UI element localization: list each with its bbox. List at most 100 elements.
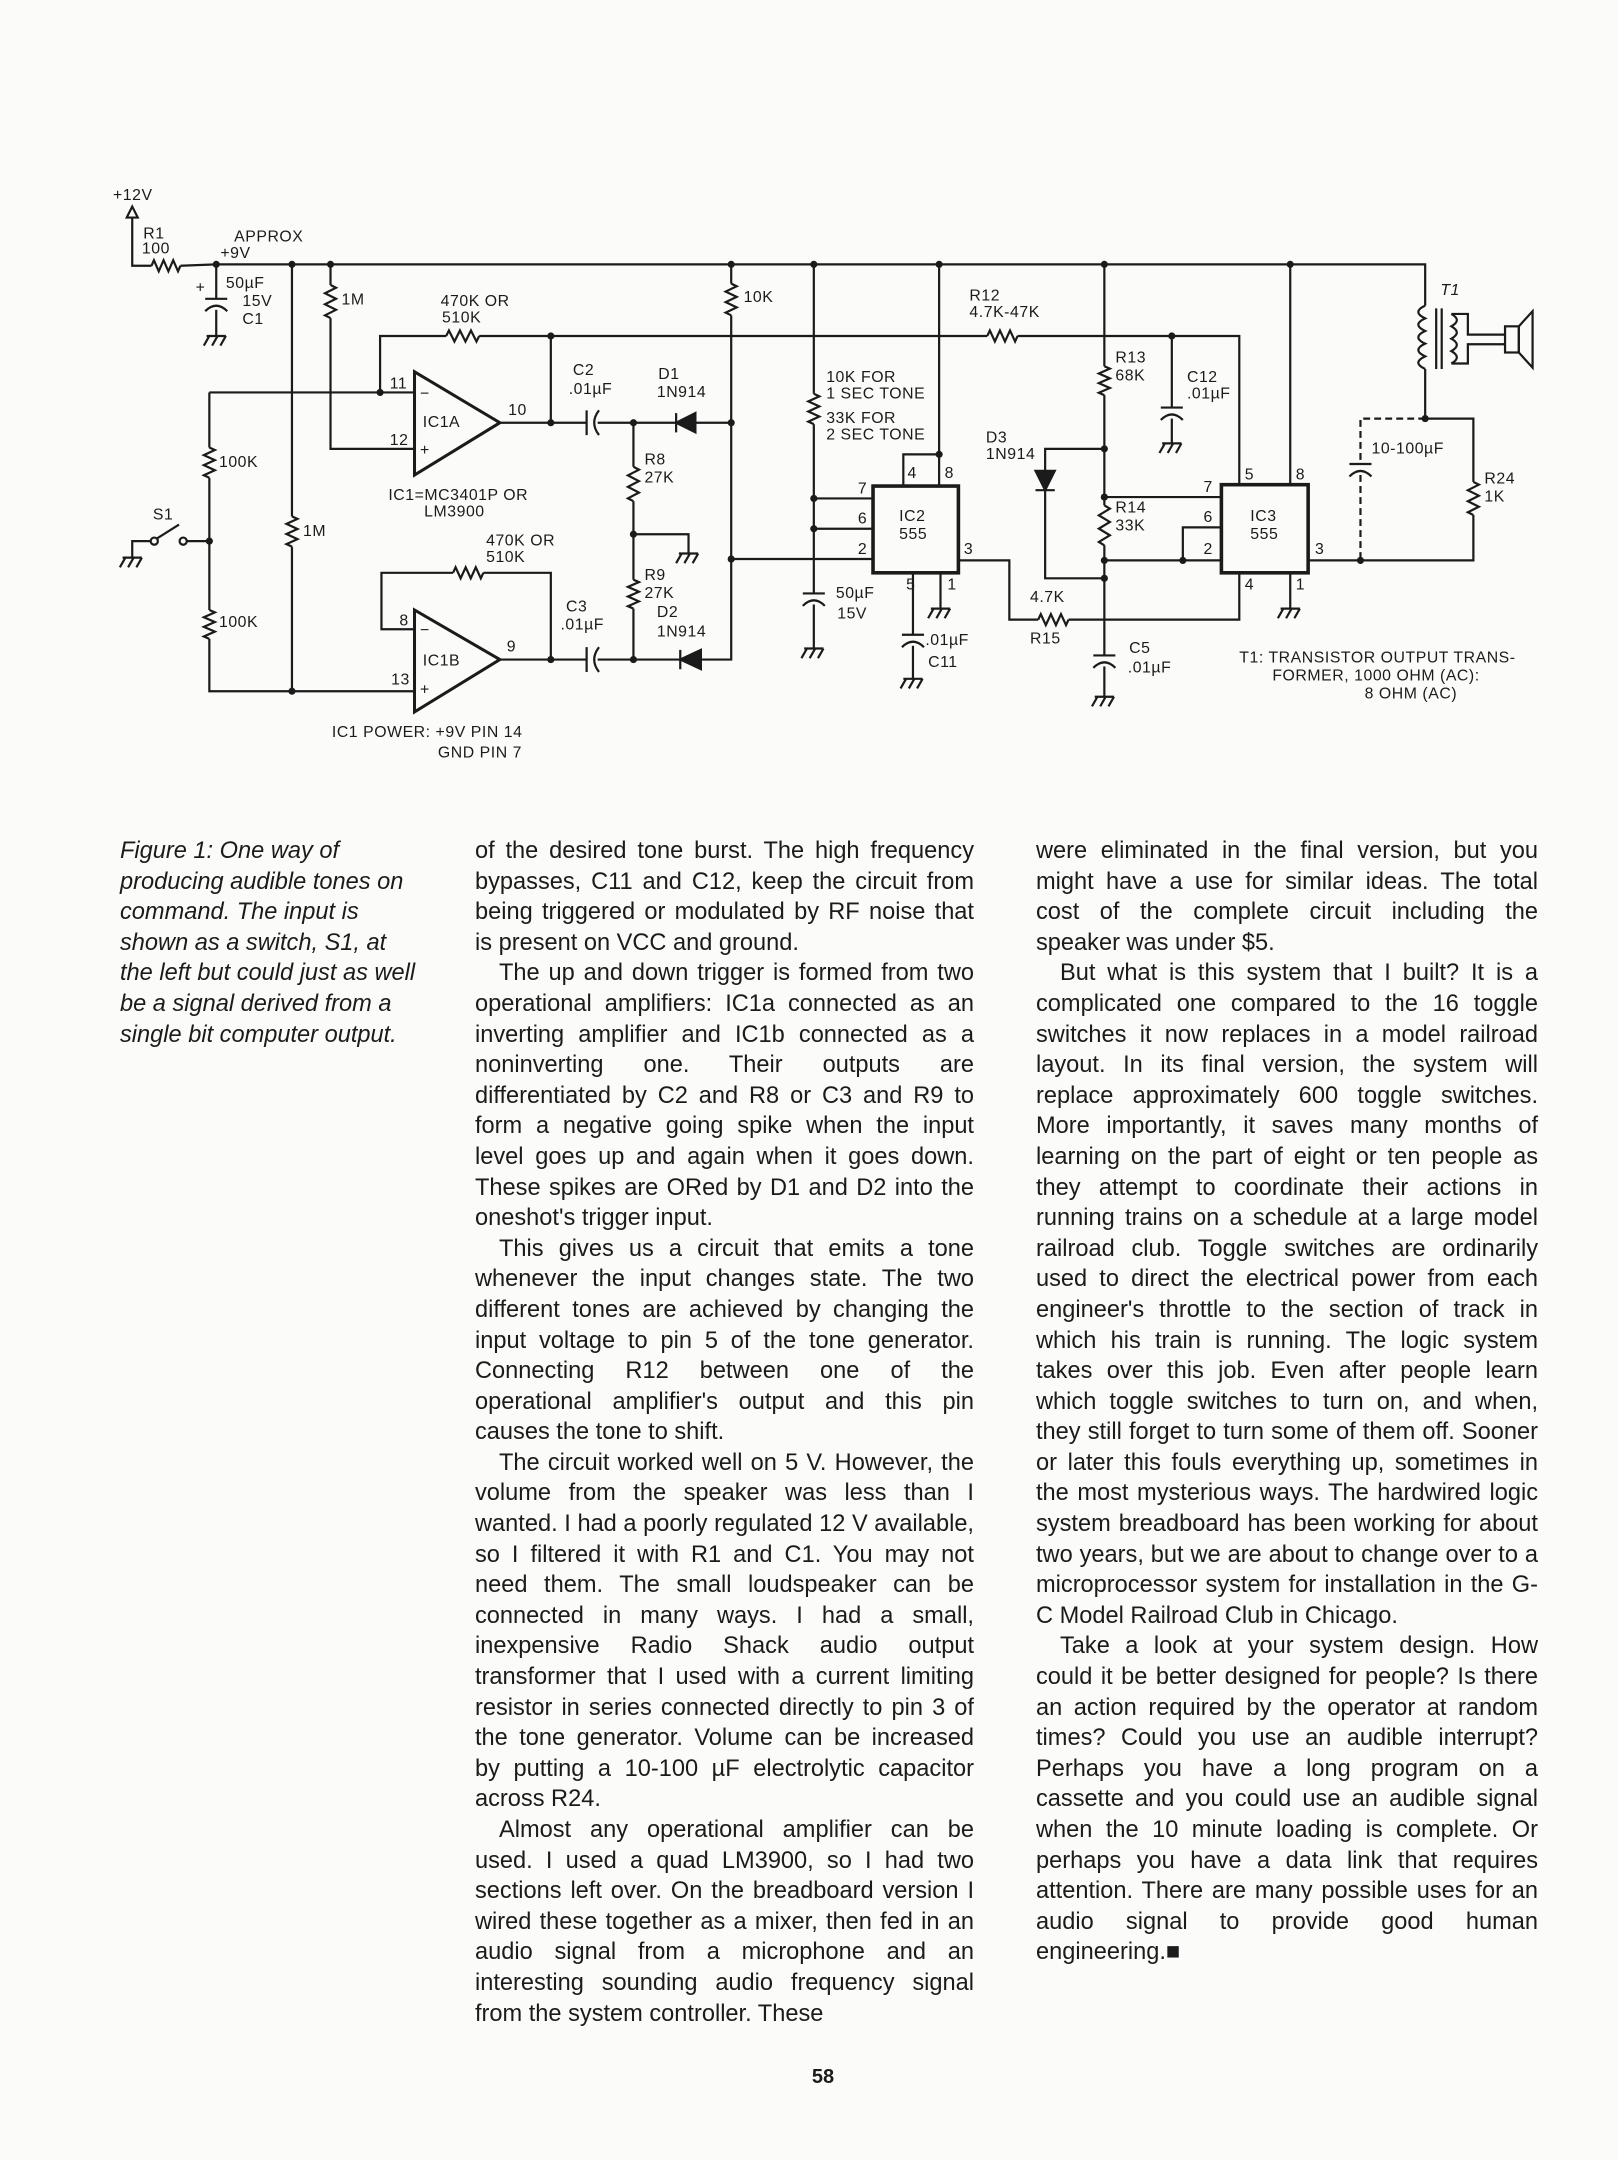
label-ic3-pin-8: 8 xyxy=(1296,467,1305,484)
label-pin-10: 10 xyxy=(508,402,527,419)
label-timing-2: 1 SEC TONE xyxy=(826,385,925,402)
label-ic2-pin-7: 7 xyxy=(858,480,867,497)
junction-dot xyxy=(1100,556,1108,564)
resistor xyxy=(986,327,1019,345)
label-d1-type: 1N914 xyxy=(657,384,706,401)
resistor xyxy=(283,515,301,548)
label-pin-8: 8 xyxy=(399,612,408,629)
label-t1: T1 xyxy=(1440,282,1460,299)
label-r24: R24 xyxy=(1484,471,1515,488)
switch-contact xyxy=(149,536,159,546)
label-c2: C2 xyxy=(573,362,594,379)
junction-dot xyxy=(1168,332,1176,340)
junction-dot xyxy=(629,655,638,664)
label-r12-value: 4.7K-47K xyxy=(969,304,1039,321)
label-10k: 10K xyxy=(744,289,774,306)
label-ic2-pin-8: 8 xyxy=(945,465,954,482)
label-feedback-b-1: 470K OR xyxy=(486,533,555,550)
label-r1: R1 xyxy=(143,226,164,243)
wire xyxy=(1308,514,1475,562)
label-feedback-a-2: 510K xyxy=(442,310,481,327)
wire xyxy=(1425,417,1475,482)
paragraph: of the desired tone burst. The high freq… xyxy=(475,838,974,956)
ground-symbol xyxy=(1276,607,1301,619)
label-ic3-pin-5: 5 xyxy=(1245,467,1254,484)
capacitor xyxy=(585,409,600,436)
label-c3: C3 xyxy=(566,599,587,616)
label-timing-4: 2 SEC TONE xyxy=(826,427,925,444)
junction-dot xyxy=(1100,260,1108,268)
resistor xyxy=(452,564,485,581)
label-timing-1: 10K FOR xyxy=(826,369,896,386)
label-c5: C5 xyxy=(1129,640,1150,657)
junction-dot xyxy=(935,260,943,268)
label-r1-value: 100 xyxy=(142,241,170,258)
wire xyxy=(633,533,690,554)
capacitor xyxy=(1092,654,1117,669)
junction-dot xyxy=(727,555,735,563)
label-d3: D3 xyxy=(986,429,1007,446)
wire xyxy=(378,334,447,393)
label-ic1-note-1: IC1=MC3401P OR xyxy=(388,487,528,504)
label-r9: R9 xyxy=(644,567,665,584)
transformer-core xyxy=(1435,308,1443,370)
junction-dot xyxy=(810,260,818,268)
capacitor xyxy=(802,592,826,607)
label-ic2-pin-4: 4 xyxy=(907,465,916,482)
circuit-schematic: +12V R1 100 APPROX +9V + 50µF 15V C1 1M … xyxy=(113,187,1534,762)
label-r9-value: 27K xyxy=(644,585,674,602)
label-pin-12: 12 xyxy=(390,432,409,449)
junction-dot xyxy=(629,530,638,538)
figure-caption: Figure 1: One way of producing audible t… xyxy=(120,838,416,1048)
junction-dot xyxy=(326,260,335,268)
label-ic2-pin-2: 2 xyxy=(858,541,867,558)
wire xyxy=(700,315,733,661)
diode xyxy=(673,411,697,435)
ground-symbol xyxy=(1158,442,1183,454)
ic2-555-box xyxy=(871,484,961,575)
label-power-note-2: GND PIN 7 xyxy=(438,745,522,762)
paragraph: The up and down trigger is formed from t… xyxy=(475,960,974,1232)
junction-dot xyxy=(935,450,943,458)
junction-dot xyxy=(547,332,555,340)
label-timing-3: 33K FOR xyxy=(826,410,896,427)
resistor xyxy=(445,328,481,344)
wire xyxy=(131,217,152,267)
wire xyxy=(329,318,415,450)
capacitor xyxy=(204,297,229,312)
label-timing-cap-value: 50µF xyxy=(836,585,875,602)
label-c11-value: .01µF xyxy=(925,632,969,649)
label-ic3: IC3 xyxy=(1250,508,1276,525)
ground-symbol xyxy=(118,556,143,568)
body-column-middle: of the desired tone burst. The high freq… xyxy=(475,836,974,2029)
wire xyxy=(1044,490,1105,580)
junction-dot xyxy=(205,537,213,545)
label-approx: APPROX xyxy=(234,228,303,245)
switch-lever xyxy=(156,523,180,540)
junction-dot xyxy=(727,260,735,268)
wire xyxy=(180,263,1427,306)
label-r15-value: 4.7K xyxy=(1030,589,1065,606)
paragraph: Almost any operational amplifier can be … xyxy=(475,1817,974,2027)
capacitor xyxy=(585,646,600,673)
resistor xyxy=(805,392,822,426)
label-pin-9: 9 xyxy=(507,639,516,656)
wire xyxy=(1181,526,1222,561)
label-r13-value: 68K xyxy=(1115,367,1145,384)
label-1m-top: 1M xyxy=(342,292,365,309)
ground-symbol xyxy=(927,607,952,619)
label-ic3-pin-2: 2 xyxy=(1203,541,1212,558)
label-t1-note-1: T1: TRANSISTOR OUTPUT TRANS- xyxy=(1239,650,1515,667)
label-d2: D2 xyxy=(657,604,678,621)
label-r14: R14 xyxy=(1115,500,1146,517)
label-ic1a-plus: + xyxy=(420,442,430,459)
label-pin-11: 11 xyxy=(390,376,408,393)
paragraph: But what is this system that I built? It… xyxy=(1036,960,1538,1629)
capacitor xyxy=(1348,462,1373,478)
junction-dot xyxy=(376,388,384,397)
label-timing-cap-voltage: 15V xyxy=(837,606,867,623)
label-c1-voltage: 15V xyxy=(242,293,272,310)
label-ic1-note-2: LM3900 xyxy=(424,504,485,521)
resistor xyxy=(201,608,218,640)
label-r12: R12 xyxy=(969,288,1000,305)
